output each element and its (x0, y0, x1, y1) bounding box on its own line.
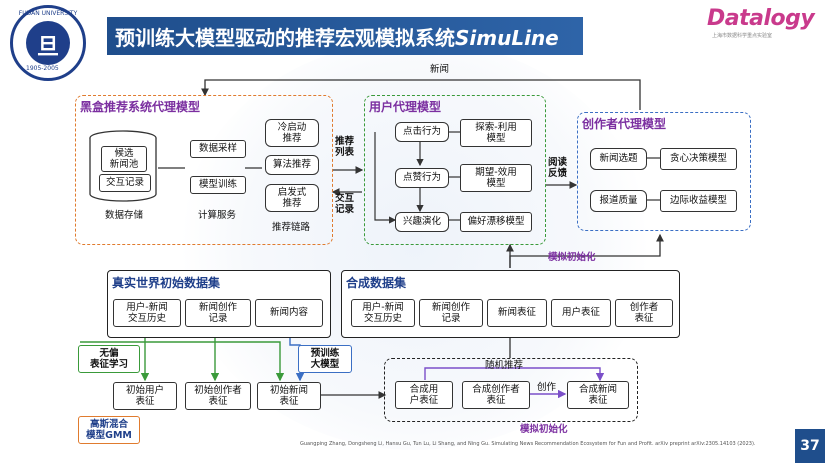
init-user-repr: 初始用户 表征 (113, 382, 177, 410)
real-creation-log: 新闻创作 记录 (185, 299, 251, 327)
greedy-decision-model: 贪心决策模型 (660, 148, 737, 170)
read-feedback-label: 阅读 反馈 (548, 157, 568, 180)
random-rec-line (424, 367, 605, 382)
page-number: 37 (795, 429, 825, 463)
fudan-logo: FUDAN UNIVERSITY 旦 1905-2005 (10, 5, 86, 81)
candidate-news-pool: 候选 新闻池 (101, 146, 147, 172)
init-news-repr: 初始新闻 表征 (257, 382, 321, 410)
chain-label: 推荐链路 (271, 222, 310, 233)
rec-list-label: 推荐 列表 (335, 136, 355, 159)
syn-interaction-history: 用户-新闻 交互历史 (351, 299, 415, 327)
interact-label: 交互 记录 (335, 193, 355, 216)
storage-label: 数据存储 (104, 210, 143, 221)
marginal-gain-model: 边际收益模型 (660, 190, 737, 212)
creator-agent-panel (577, 112, 751, 231)
title-bar: 预训练大模型驱动的推荐宏观模拟系统SimuLine (107, 17, 583, 55)
synth-user-repr: 合成用 户表征 (395, 381, 453, 409)
explore-exploit-model: 探索-利用 模型 (460, 119, 532, 147)
real-interaction-history: 用户-新闻 交互历史 (113, 299, 181, 327)
report-quality: 报道质量 (590, 190, 647, 212)
news-label: 新闻 (430, 64, 450, 75)
model-training: 模型训练 (190, 176, 246, 194)
unbiased-repr-learning: 无偏 表征学习 (78, 345, 140, 373)
logo-years: 1905-2005 (26, 65, 59, 72)
data-sampling: 数据采样 (190, 140, 246, 158)
expect-utility-model: 期望-效用 模型 (460, 164, 532, 192)
blackbox-title: 黑盒推荐系统代理模型 (80, 100, 201, 114)
heuristic-rec: 启发式 推荐 (265, 184, 319, 212)
datalogy-logo: Datalogy (707, 6, 815, 31)
synthetic-title: 合成数据集 (346, 276, 407, 290)
page-title: 预训练大模型驱动的推荐宏观模拟系统SimuLine (115, 22, 559, 51)
interaction-log: 交互记录 (99, 174, 151, 192)
create-label: 创作 (537, 382, 557, 393)
sim-init-label: 模拟初始化 (548, 252, 596, 263)
preference-drift-model: 偏好漂移模型 (460, 212, 532, 232)
syn-creator-repr: 创作者 表征 (615, 299, 673, 327)
citation-footnote: Guangping Zhang, Dongsheng Li, Hansu Gu,… (300, 441, 756, 447)
creator-agent-title: 创作者代理模型 (582, 117, 667, 131)
news-topic: 新闻选题 (590, 148, 647, 170)
news-loop-line (201, 79, 641, 110)
compute-label: 计算服务 (197, 210, 236, 221)
blackbox-panel (75, 95, 333, 245)
syn-news-repr: 新闻表征 (487, 299, 547, 327)
title-italic: SimuLine (455, 26, 559, 50)
user-flow-line (374, 132, 397, 224)
logo-glyph: 旦 (36, 35, 59, 60)
real-data-title: 真实世界初始数据集 (112, 276, 221, 290)
random-rec-label: 随机推荐 (485, 360, 524, 371)
logo-ring-text: FUDAN UNIVERSITY (18, 10, 78, 17)
synth-news-repr: 合成新闻 表征 (567, 381, 629, 409)
user-agent-panel (364, 95, 546, 245)
syn-creation-log: 新闻创作 记录 (419, 299, 483, 327)
title-main: 预训练大模型驱动的推荐宏观模拟系统 (115, 26, 455, 50)
real-news-content: 新闻内容 (255, 299, 323, 327)
datalogy-subtitle: 上海市数据科学重点实验室 (712, 33, 773, 39)
synth-init-panel (384, 358, 638, 422)
syn-user-repr: 用户表征 (551, 299, 611, 327)
init-creator-repr: 初始创作者 表征 (185, 382, 251, 410)
synth-creator-repr: 合成创作者 表征 (462, 381, 530, 409)
green-line-3 (80, 341, 285, 382)
like-behavior: 点赞行为 (395, 168, 449, 188)
click-behavior: 点击行为 (395, 122, 449, 142)
cold-start-rec: 冷启动 推荐 (265, 119, 319, 147)
synth-init-title: 模拟初始化 (520, 424, 568, 435)
gmm-model: 高斯混合 模型GMM (78, 416, 140, 444)
interest-evolution: 兴趣演化 (395, 212, 449, 232)
user-agent-title: 用户代理模型 (369, 100, 442, 114)
algorithm-rec: 算法推荐 (265, 155, 319, 175)
logo-emblem: 旦 (26, 21, 70, 65)
pretrained-llm: 预训练 大模型 (298, 345, 352, 373)
